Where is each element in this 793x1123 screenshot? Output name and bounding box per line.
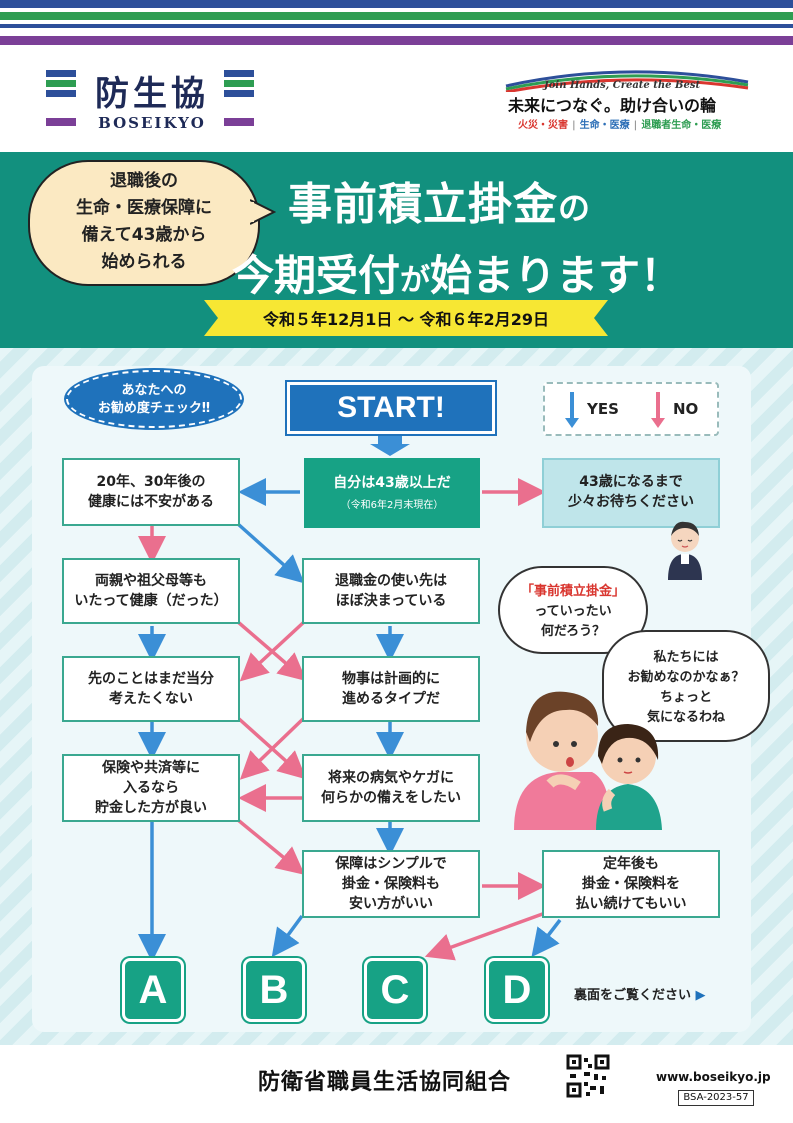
tagline: Join Hands, Create the Best 未来につなぐ。助け合いの… [504,62,754,132]
tagline-categories: 火災・災害|生命・医療|退職者生命・医療 [518,120,722,131]
document-code: BSA-2023-57 [678,1090,754,1106]
operator-person-icon [668,521,702,580]
date-range: 令和５年12月1日 ～ 令和６年2月29日 [263,310,549,329]
date-ribbon [204,300,608,336]
hero-speech-bubble [28,160,260,286]
yes-arrow-icon [565,392,579,428]
qr-code-icon[interactable] [566,1054,610,1098]
question-keep-paying: 定年後も掛金・保険料を払い続けてもいい [542,850,720,918]
organization-name: 防衛省職員生活協同組合 [258,1070,512,1095]
logo-text: 防生協 [95,74,209,114]
back-side-note: 裏面をご覧ください ▶ [574,988,706,1003]
speech-bubble-man: 「事前積立掛金」 っていったい 何だろう？ [498,566,648,654]
question-preparation: 将来の病気やケガに何らかの備えをしたい [302,754,480,822]
result-a: A [122,958,184,1022]
logo-bar-purple-right [224,118,254,126]
no-arrow-icon [651,392,665,428]
bubble-tail-icon [250,199,276,225]
result-d: D [486,958,548,1022]
question-retirement-money: 退職金の使い先はほぼ決まっている [302,558,480,624]
legend-no: NO [673,400,699,418]
question-planning: 物事は計画的に進めるタイプだ [302,656,480,722]
question-age: 自分は43歳以上だ （令和6年2月末現在） [304,458,480,528]
rainbow-arc-icon [505,70,749,92]
category-retiree: 退職者生命・医療 [641,120,722,131]
result-b: B [243,958,305,1022]
question-future: 先のことはまだ当分考えたくない [62,656,240,722]
wait-message-box: 43歳になるまで 少々お待ちください [542,458,720,528]
hero-title-line1: 事前積立掛金の [288,179,592,230]
tagline-en: Join Hands, Create the Best [544,80,701,91]
logo-bar-purple-left [46,118,76,126]
question-savings: 保険や共済等に入るなら貯金した方が良い [62,754,240,822]
start-box: START! [287,382,495,434]
top-stripe-green [0,12,793,20]
logo-subtext: BOSEIKYO [98,114,206,132]
top-stripe-blue [0,0,793,8]
website-url[interactable]: www.boseikyo.jp [656,1070,771,1084]
play-triangle-icon: ▶ [695,988,706,1003]
result-c: C [364,958,426,1022]
hero-title-line2: 今期受付が始まります！ [232,251,683,300]
question-parents: 両親や祖父母等もいたって健康（だった） [62,558,240,624]
question-simple: 保障はシンプルで掛金・保険料も安い方がいい [302,850,480,918]
logo-bars-left [46,70,76,100]
legend-yes: YES [587,400,619,418]
couple-illustration [514,691,662,830]
top-stripe-purple [0,36,793,45]
logo-bars-right [224,70,254,100]
recommendation-check-badge: あなたへの お勧め度チェック‼ [66,370,242,428]
hero-bubble-text: 退職後の 生命・医療保障に 備えて43歳から 始められる [76,171,212,272]
category-fire: 火災・災害 [518,120,568,131]
top-stripe-blue-thin [0,24,793,28]
boseikyo-logo: 防生協 BOSEIKYO [46,66,256,132]
legend: YES NO [543,382,719,436]
tagline-jp: 未来につなぐ。助け合いの輪 [508,96,717,115]
speech-bubble-woman: 私たちには お勧めなのかなぁ？ ちょっと 気になるわね [602,630,770,742]
category-life: 生命・医療 [579,120,630,131]
question-health: 20年、30年後の健康には不安がある [62,458,240,526]
